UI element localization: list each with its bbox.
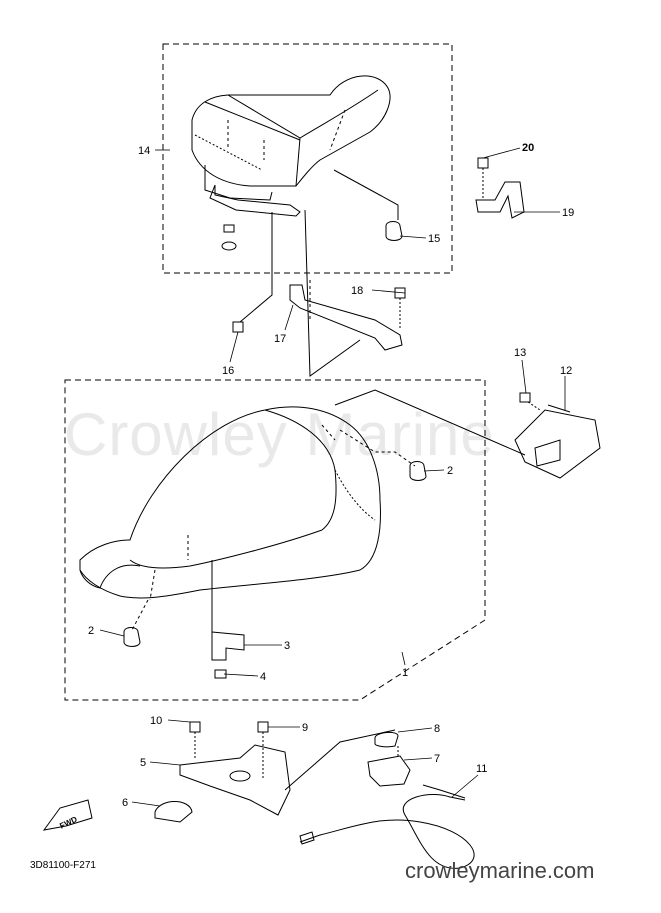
- callout-19: 19: [562, 207, 574, 219]
- grommet-15: [385, 221, 403, 241]
- rider-seat-group-box: [64, 379, 486, 701]
- callout-16: 16: [222, 365, 234, 377]
- callout-14: 14: [138, 145, 150, 157]
- drawing-number: 3D81100-F271: [30, 860, 96, 871]
- callout-2-right: 2: [447, 465, 453, 477]
- passenger-seat: [191, 75, 391, 201]
- callout-5: 5: [140, 757, 146, 769]
- grommet-2-right: [409, 461, 427, 481]
- callout-12: 12: [560, 365, 572, 377]
- fwd-arrow-icon: [42, 799, 93, 831]
- seat-washer: [221, 241, 237, 251]
- watermark: Crowley Marine: [64, 401, 495, 468]
- callout-17: 17: [274, 333, 286, 345]
- callout-18: 18: [351, 285, 363, 297]
- passenger-seat-group-box: [162, 43, 453, 274]
- leader-15: [333, 169, 399, 220]
- site-url[interactable]: crowleymarine.com: [405, 858, 595, 883]
- callout-leaders: [99, 147, 566, 807]
- callout-1: 1: [402, 667, 408, 679]
- bolt-18: [394, 287, 406, 299]
- passenger-seat-bracket: [209, 184, 301, 217]
- assembly-line-a: [304, 209, 361, 377]
- nut-9: [257, 721, 269, 733]
- pad-6: [154, 801, 193, 823]
- callout-20: 20: [522, 142, 534, 154]
- callout-13: 13: [514, 347, 526, 359]
- callout-3: 3: [284, 640, 290, 652]
- cable-11: [299, 793, 475, 869]
- fwd-label: FWD: [58, 815, 79, 831]
- plate-5: [179, 744, 291, 816]
- callout-15: 15: [428, 233, 440, 245]
- bolt-16: [232, 321, 244, 333]
- callout-9: 9: [302, 722, 308, 734]
- seat-lock-12: [514, 409, 601, 479]
- bolt-13: [519, 392, 531, 403]
- bolt-20: [477, 157, 489, 169]
- bolt-10: [189, 721, 201, 733]
- seat-nut: [223, 224, 235, 233]
- bracket-17: [289, 284, 403, 351]
- callout-6: 6: [122, 797, 128, 809]
- callout-7: 7: [434, 753, 440, 765]
- nut-4: [214, 669, 227, 679]
- callout-8: 8: [434, 723, 440, 735]
- callout-4: 4: [260, 671, 266, 683]
- callout-2-left: 2: [88, 625, 94, 637]
- bracket-3: [211, 631, 245, 661]
- lever-7: [367, 755, 411, 787]
- leader-lock: [334, 389, 526, 456]
- bracket-19: [475, 181, 525, 219]
- rider-seat: [79, 406, 381, 601]
- callout-10: 10: [150, 715, 162, 727]
- callout-11: 11: [476, 763, 487, 775]
- leader-lower: [284, 729, 396, 791]
- hook-8: [374, 731, 399, 748]
- callout-labels: 14 15 20 19 18 17 16 13 12 2 2 3 4 1 10 …: [58, 142, 574, 831]
- leader-16: [239, 212, 273, 323]
- grommet-2-left: [123, 627, 141, 647]
